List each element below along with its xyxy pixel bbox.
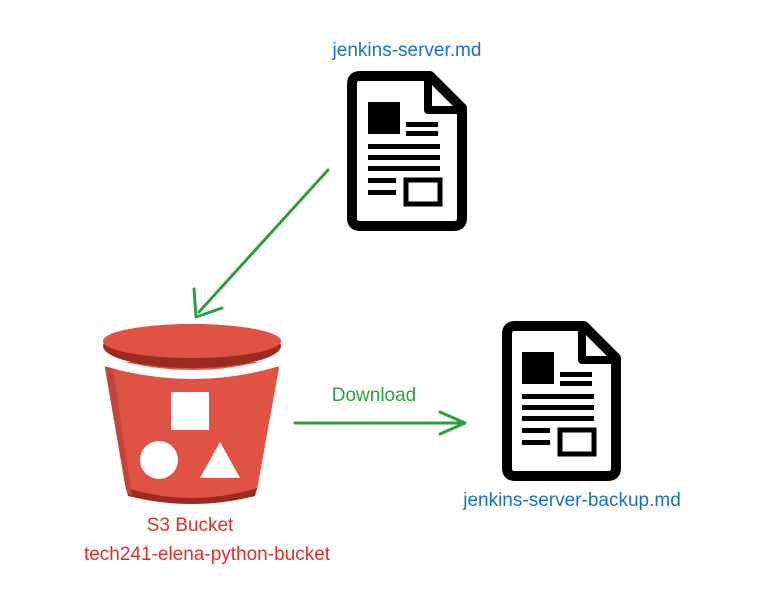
source-document-icon [347,71,467,231]
backup-file-label: jenkins-server-backup.md [463,490,681,511]
bucket-type-label: S3 Bucket [146,515,234,536]
backup-document-icon [502,321,621,481]
download-arrow [293,410,467,436]
s3-bucket-icon [103,324,281,504]
bucket-name-label: tech241-elena-python-bucket [83,544,331,565]
upload-arrow [192,168,330,319]
source-file-label: jenkins-server.md [332,40,482,61]
download-label: Download [331,385,417,406]
